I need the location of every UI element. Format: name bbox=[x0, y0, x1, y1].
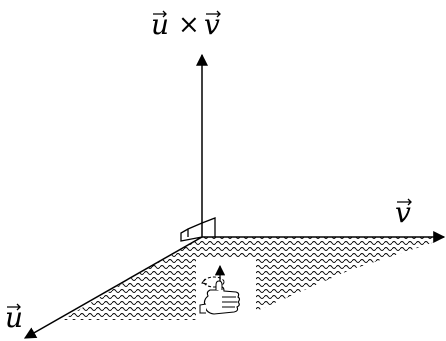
u-label-arrow bbox=[7, 303, 21, 311]
u-label: u bbox=[5, 301, 23, 334]
right-angle-marker bbox=[180, 217, 216, 242]
v-label: v bbox=[395, 196, 412, 229]
cross-label-u: u bbox=[151, 8, 169, 41]
cross-label-v: v bbox=[204, 8, 220, 41]
cross-label-v-arrow bbox=[206, 10, 221, 18]
right-hand-rule-icon bbox=[199, 264, 241, 315]
v-label-arrow bbox=[397, 198, 412, 206]
cross-label-u-arrow bbox=[153, 10, 167, 18]
v-label-text: v bbox=[395, 196, 411, 229]
u-label-text: u bbox=[5, 301, 23, 334]
cross-product-label: u × v bbox=[151, 8, 221, 41]
cross-label-times: × bbox=[178, 10, 200, 40]
u-axis bbox=[23, 236, 203, 339]
